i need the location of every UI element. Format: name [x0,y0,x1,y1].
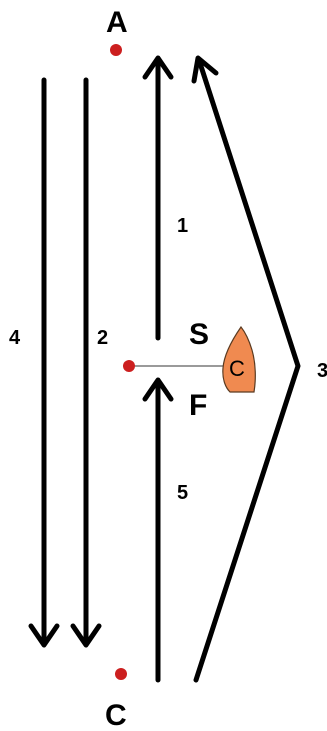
leg-2-arrow [70,77,102,648]
finish-label: F [189,389,207,422]
committee-boat-icon [222,325,256,393]
leg-1-arrow [142,55,174,341]
leg-4-label: 4 [9,327,21,349]
committee-boat-label: C [229,356,245,381]
mark-a-label: A [106,6,128,39]
leg-4-arrow [28,77,60,648]
mark-c-label: C [105,699,127,731]
mark-a-dot [110,44,122,56]
mark-c-dot [115,668,127,680]
leg-1-label: 1 [177,215,188,237]
leg-3-arrow [191,55,301,683]
leg-5-label: 5 [177,482,188,504]
leg-3-label: 3 [317,360,327,382]
leg-5-arrow [142,377,174,683]
start-pin-dot [123,360,135,372]
leg-2-label: 2 [97,327,108,349]
start-label: S [189,318,209,351]
